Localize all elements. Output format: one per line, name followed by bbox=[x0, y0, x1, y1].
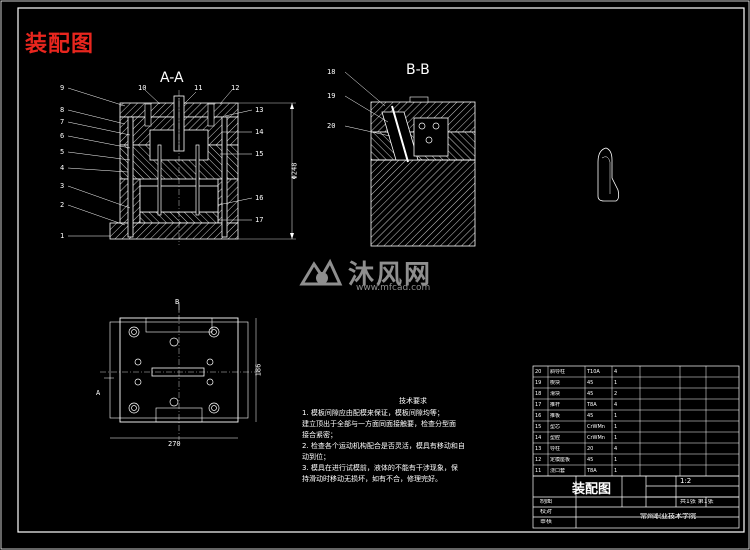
bom-cell: 45 bbox=[587, 413, 594, 419]
callout: 19 bbox=[327, 92, 336, 100]
callout: 13 bbox=[255, 106, 264, 114]
title-block-scale: 1:2 bbox=[680, 478, 692, 484]
technical-notes: 技术要求 1. 模板间隙应由配模来保证，模板间隙均等； 建立顶出于全部与一方面同… bbox=[302, 396, 524, 485]
bom-cell: 45 bbox=[587, 391, 594, 397]
callout: 6 bbox=[60, 132, 65, 140]
callout: 3 bbox=[60, 182, 65, 190]
section-marker-a: A bbox=[96, 389, 101, 397]
bom-cell: T8A bbox=[587, 402, 597, 408]
bom-cell: 19 bbox=[535, 380, 542, 386]
title-block-designer: 制图 bbox=[540, 499, 553, 505]
bom-grid bbox=[533, 366, 739, 477]
callout: 7 bbox=[60, 118, 65, 126]
notes-line: 1. 模板间隙应由配模来保证，模板间隙均等； bbox=[302, 409, 444, 417]
bom-cell: T8A bbox=[587, 468, 597, 474]
notes-line: 建立顶出于全部与一方面同面接触要，检查分型面 bbox=[302, 420, 456, 428]
bom-cell: 楔块 bbox=[550, 380, 561, 386]
bom-cell: 20 bbox=[587, 446, 594, 452]
title-block-school: 常州职业技术学院 bbox=[640, 513, 696, 519]
bom-cell: 型芯 bbox=[550, 424, 561, 430]
callout: 9 bbox=[60, 84, 65, 92]
aa-section-view bbox=[67, 87, 296, 245]
callout: 4 bbox=[60, 164, 65, 172]
bom-cell: 4 bbox=[614, 402, 618, 408]
title-block-name: 装配图 bbox=[572, 482, 612, 497]
bom-cell: 推杆 bbox=[550, 402, 561, 408]
bom-cell: 20 bbox=[535, 369, 542, 375]
notes-heading: 技术要求 bbox=[399, 397, 427, 405]
bom-cell: 浇口套 bbox=[550, 468, 566, 474]
title-block-approver: 审核 bbox=[540, 519, 553, 525]
watermark-brand: 沐风网 bbox=[348, 260, 433, 290]
callout: 17 bbox=[255, 216, 264, 224]
watermark-url: www.mfcad.com bbox=[356, 283, 431, 293]
notes-line: 动到位； bbox=[302, 453, 330, 461]
callout: 16 bbox=[255, 194, 264, 202]
bom-cell: 1 bbox=[614, 424, 618, 430]
bom-cell: 型腔 bbox=[550, 435, 561, 441]
bom-cell: 2 bbox=[614, 391, 618, 397]
part-sketch bbox=[597, 147, 620, 202]
callout: 8 bbox=[60, 106, 65, 114]
title-block-sheet: 共1张 第1张 bbox=[680, 499, 714, 505]
view-label-bb: B-B bbox=[406, 62, 430, 78]
callout: 11 bbox=[194, 84, 203, 92]
callout: 20 bbox=[327, 122, 336, 130]
dimension-depth: 186 bbox=[254, 363, 263, 377]
notes-line: 2. 检查各个运动机构配合是否灵活，模具有移动和自 bbox=[302, 442, 465, 450]
section-marker-b: B bbox=[175, 298, 180, 306]
callout: 2 bbox=[60, 201, 65, 209]
bom-cell: 13 bbox=[535, 446, 542, 452]
notes-line: 持滑动时移动无损坏，如有不合，修理完好。 bbox=[302, 475, 442, 483]
bb-section-view bbox=[344, 71, 476, 247]
bom-cell: 推板 bbox=[550, 413, 561, 419]
bom-cell: 1 bbox=[614, 468, 618, 474]
inner-frame bbox=[17, 7, 745, 533]
bom-cell: 滑块 bbox=[550, 391, 561, 397]
bom-cell: 4 bbox=[614, 446, 618, 452]
callout: 15 bbox=[255, 150, 264, 158]
bom-cell: 18 bbox=[535, 391, 542, 397]
callout: 1 bbox=[60, 232, 65, 240]
bom-cell: 45 bbox=[587, 457, 594, 463]
bom-cell: 11 bbox=[535, 468, 542, 474]
notes-line: 接合紧密； bbox=[302, 431, 337, 439]
callout: 14 bbox=[255, 128, 264, 136]
bom-cell: 45 bbox=[587, 380, 594, 386]
bom-cell: 14 bbox=[535, 435, 542, 441]
callout: 12 bbox=[231, 84, 240, 92]
bom-cell: 1 bbox=[614, 457, 618, 463]
watermark-logo-icon bbox=[299, 258, 343, 286]
plan-view bbox=[100, 302, 260, 440]
title-block-checker: 校对 bbox=[540, 509, 553, 515]
callout: 10 bbox=[138, 84, 147, 92]
bom-cell: 斜导柱 bbox=[550, 369, 566, 375]
bom-cell: CrWMn bbox=[587, 435, 605, 441]
bom-cell: 12 bbox=[535, 457, 542, 463]
bom-cell: 定模座板 bbox=[550, 457, 571, 463]
dimension-height: Φ248 bbox=[290, 162, 299, 180]
notes-line: 3. 模具在进行试模前，液体的不能有干涉现象，保 bbox=[302, 464, 458, 472]
view-label-aa: A-A bbox=[160, 70, 184, 86]
bom-cell: 15 bbox=[535, 424, 542, 430]
bom-cell: T10A bbox=[587, 369, 600, 375]
dimension-width: 270 bbox=[168, 440, 181, 448]
callout: 5 bbox=[60, 148, 65, 156]
callout: 18 bbox=[327, 68, 336, 76]
bom-cell: 1 bbox=[614, 413, 618, 419]
bom-cell: 导柱 bbox=[550, 446, 561, 452]
bom-cell: 1 bbox=[614, 380, 618, 386]
bom-cell: 17 bbox=[535, 402, 542, 408]
bom-cell: 1 bbox=[614, 435, 618, 441]
bom-cell: 16 bbox=[535, 413, 542, 419]
watermark: 沐风网 www.mfcad.com bbox=[296, 254, 458, 294]
drawing-title: 装配图 bbox=[25, 32, 95, 57]
bom-cell: CrWMn bbox=[587, 424, 605, 430]
bom-cell: 4 bbox=[614, 369, 618, 375]
